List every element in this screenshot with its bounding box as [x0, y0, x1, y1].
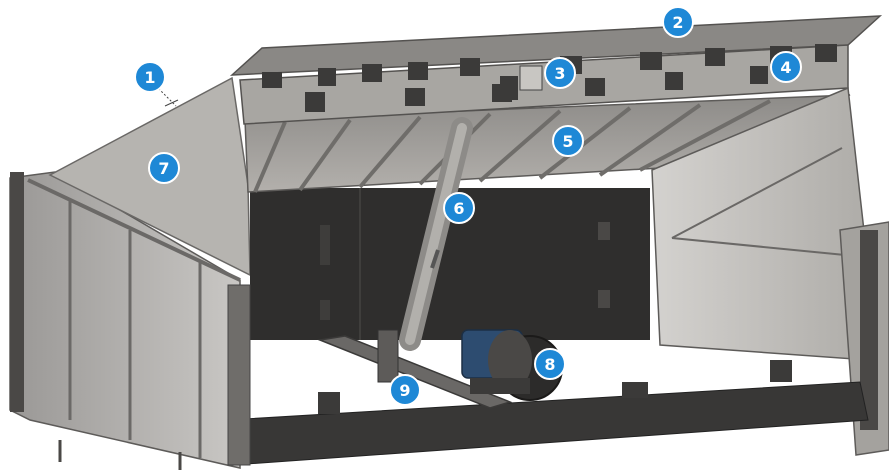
callout-label-2: 2	[672, 13, 683, 32]
callout-1: 1	[134, 61, 177, 107]
callout-label-6: 6	[453, 199, 464, 218]
callout-label-9: 9	[399, 381, 410, 400]
callout-label-8: 8	[544, 355, 555, 374]
callout-4: 4	[770, 51, 802, 83]
callout-label-4: 4	[780, 58, 791, 77]
left-toe-guard	[48, 76, 251, 277]
motor-pump-unit	[461, 329, 563, 401]
callout-label-7: 7	[158, 159, 169, 178]
base-frame	[227, 284, 869, 466]
hydraulic-support-beam	[317, 329, 513, 409]
left-side-frame	[9, 171, 241, 470]
callout-5: 5	[552, 125, 584, 157]
hydraulic-cylinder	[399, 117, 473, 351]
callout-8: 8	[534, 348, 566, 380]
callout-label-5: 5	[562, 132, 573, 151]
callout-9: 9	[389, 374, 421, 406]
callout-7: 7	[148, 152, 180, 184]
callout-2: 2	[662, 6, 694, 38]
callout-3: 3	[544, 57, 576, 89]
callout-6: 6	[443, 192, 475, 224]
callout-label-3: 3	[554, 64, 565, 83]
callout-label-1: 1	[144, 68, 155, 87]
